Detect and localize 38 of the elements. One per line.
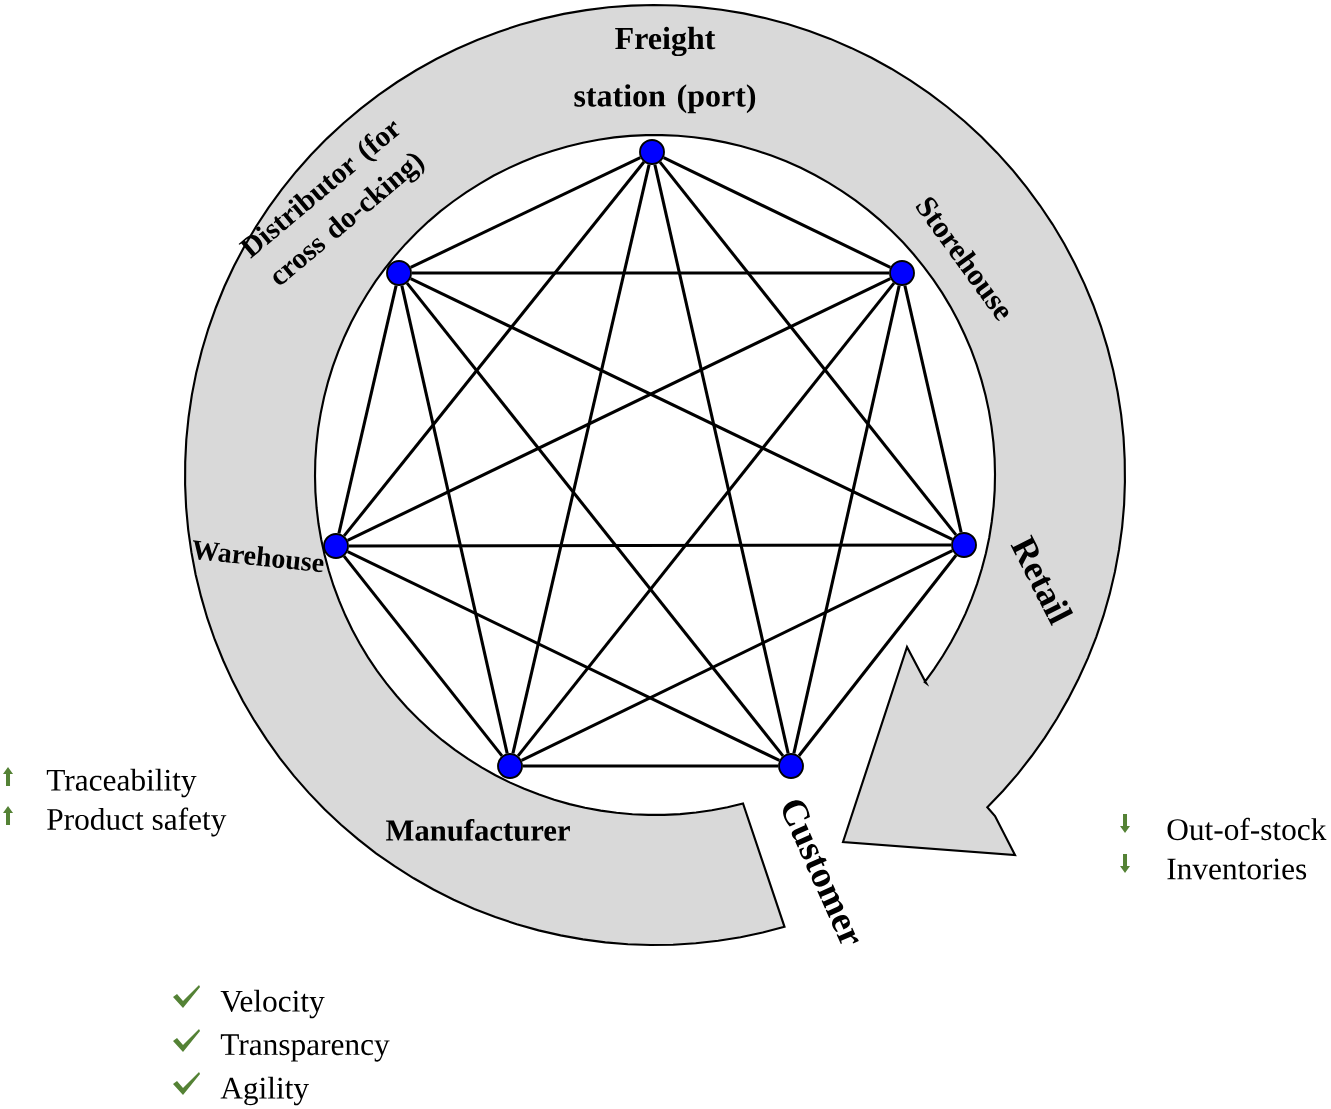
connector-line [658,161,958,536]
connector-line [520,549,954,762]
connector-line [337,285,398,534]
connector-line [342,555,504,757]
list-item: Product safety [47,807,227,837]
ring-label: Warehouse [192,540,324,573]
connector-line [903,285,963,533]
connector-line [653,164,790,754]
dot [951,532,977,558]
connector-line [405,282,785,757]
connector-line [347,277,892,542]
connector-line [410,277,954,541]
connector-line [511,164,651,754]
connector-line [400,285,509,754]
dot [639,139,665,165]
list-item: Out-of-stock [1167,817,1327,841]
list-item: Velocity [220,989,325,1019]
connector-line [342,161,646,537]
connector-line [348,543,952,548]
dot [778,753,804,779]
ring-label: Freight station (port) [574,26,756,114]
connector-line [522,764,779,768]
connector-line [411,271,890,275]
ring-label: Manufacturer [386,819,570,841]
list-item: Traceability [46,768,197,798]
connector-line [410,156,641,269]
connector-line [347,550,781,762]
connector-line [516,282,896,757]
list-item: Agility [220,1076,309,1106]
dot [323,533,349,559]
dot [497,753,523,779]
dot [386,260,412,286]
connector-line [662,156,892,269]
list-item: Inventories [1167,858,1307,880]
connector-line [797,554,958,757]
dot [889,260,915,286]
list-item: Transparency [220,1034,390,1062]
connector-line [792,285,901,754]
